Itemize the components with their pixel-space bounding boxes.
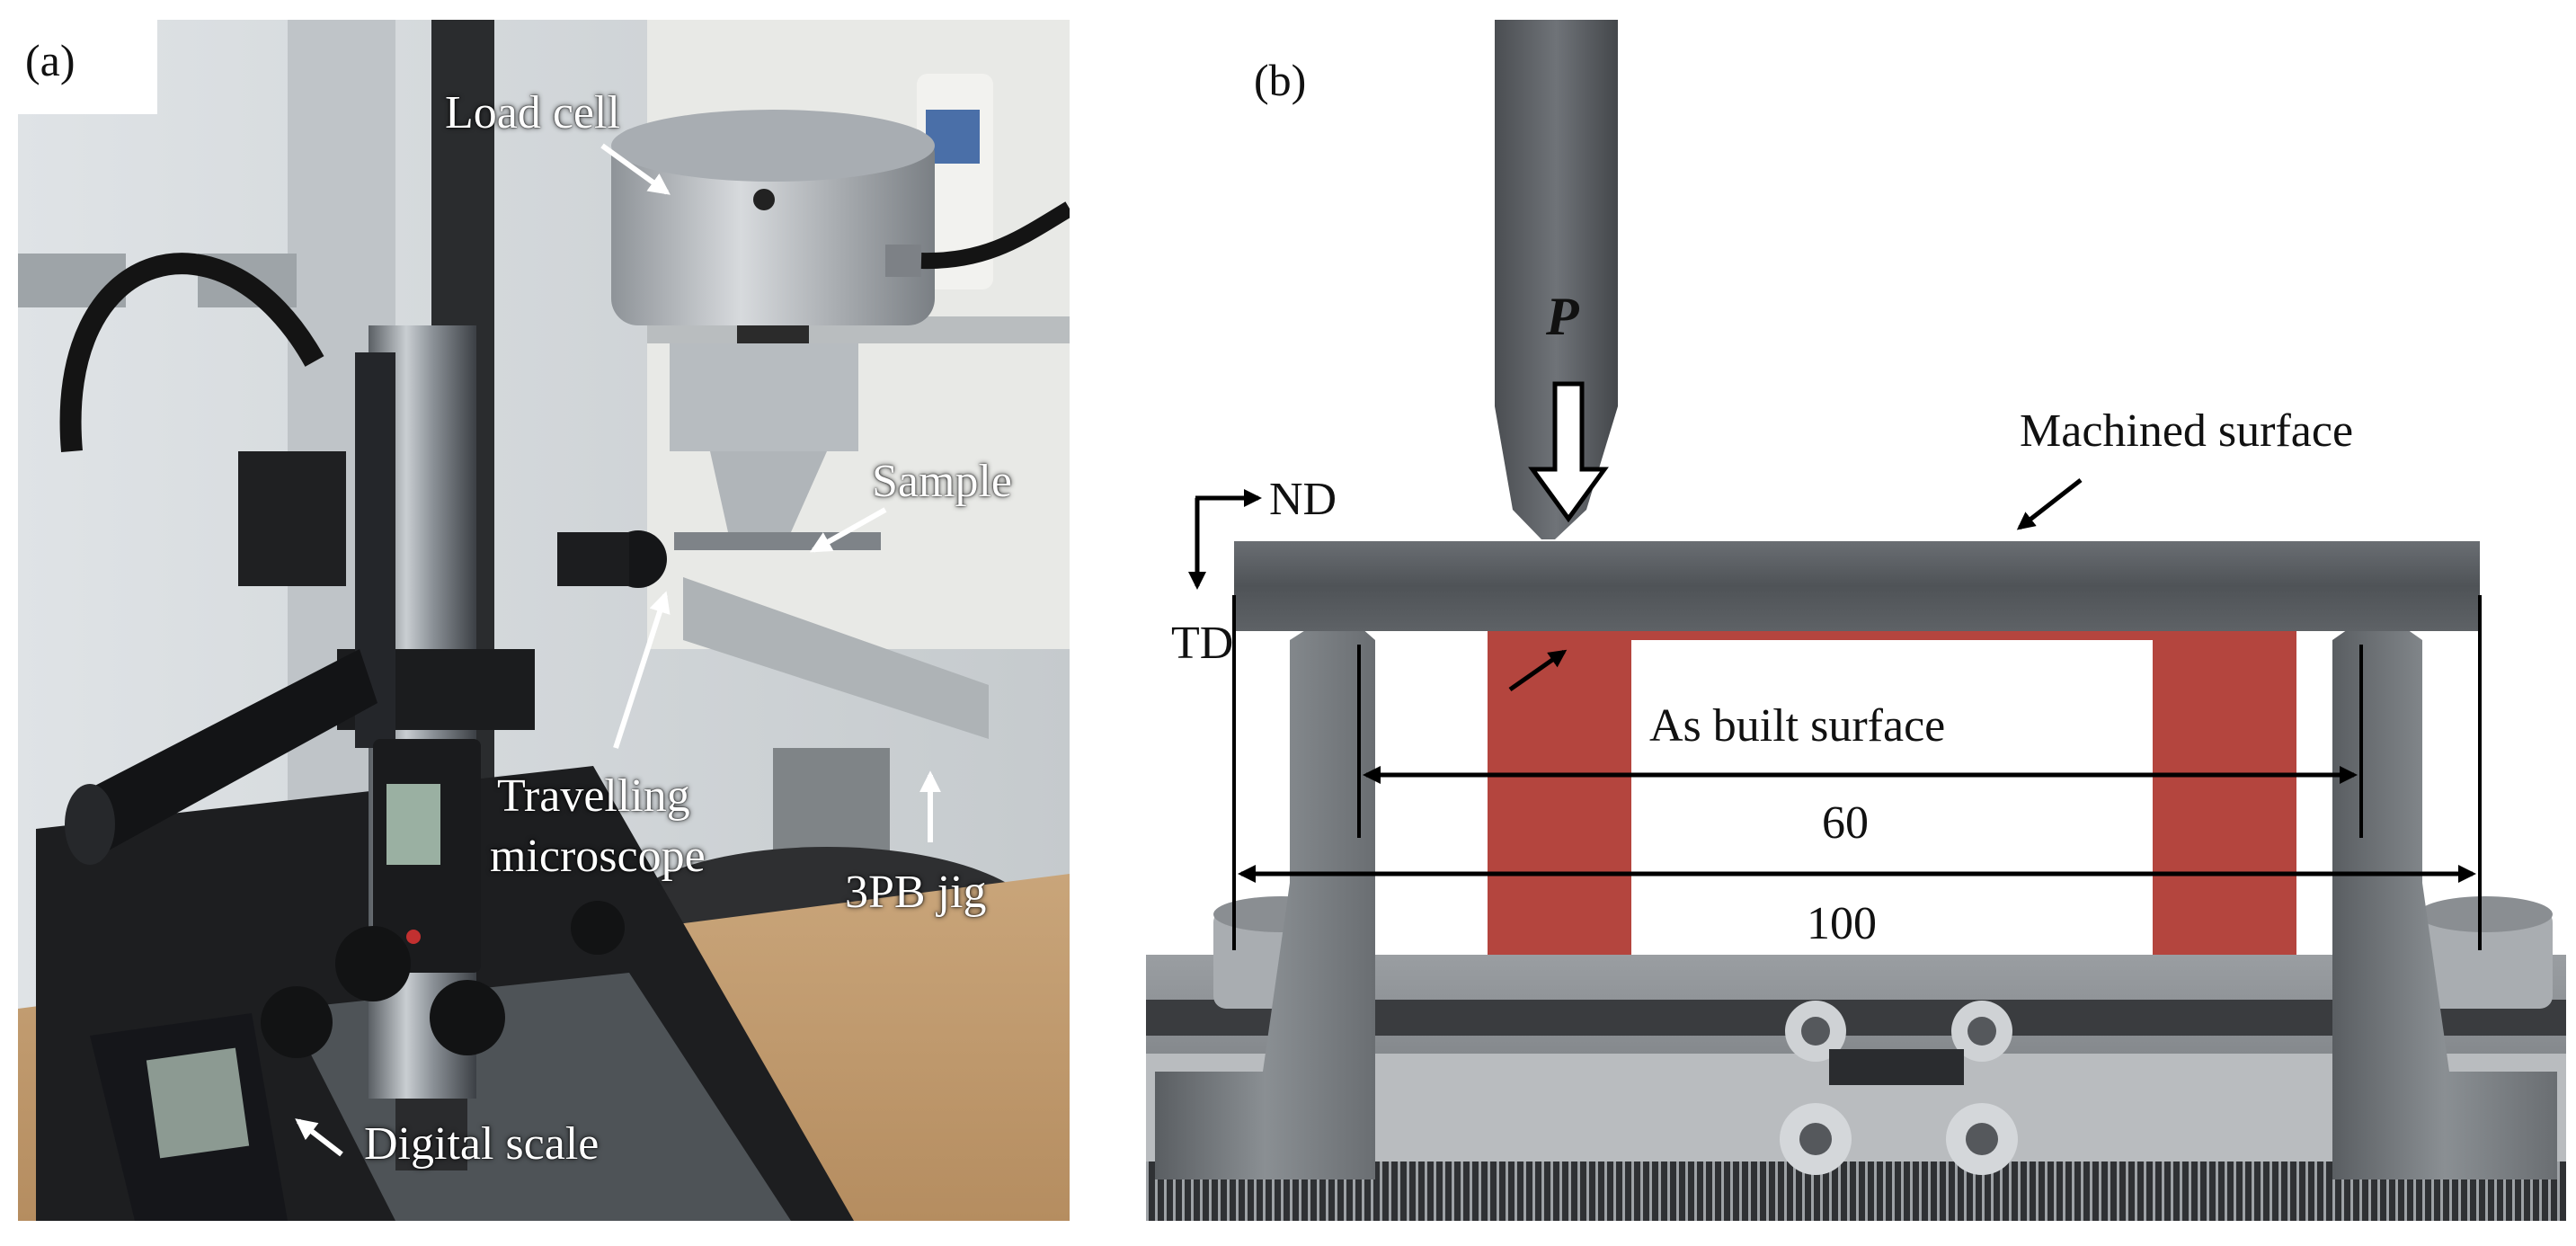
panel-b-annotations [1188,381,2482,950]
as-built-surface-label: As built surface [1649,700,1946,752]
digital-scale-label: Digital scale [364,1118,600,1170]
nd-label: ND [1269,474,1337,525]
panel-a-letter: (a) [25,35,76,85]
load-label: P [1546,287,1579,346]
test-rig-photo [18,20,1070,1221]
inner-span-label: 60 [1822,797,1869,849]
photo-panel-b: (b) P ND TD Machined surface As built [1146,20,2566,1221]
td-label: TD [1171,618,1234,669]
panel-b-letter: (b) [1254,55,1307,105]
as-built-surface-arrow [1508,649,1568,692]
microscope-label: microscope [490,831,706,882]
three-point-bending-photo [1146,20,2566,1221]
sample-label: Sample [872,456,1012,507]
digital-scale-arrow [295,1118,343,1157]
microscope-arrow [613,591,671,749]
load-cell-label: Load cell [445,87,620,138]
panel-a-tag-background [18,20,157,114]
machined-surface-arrow [2016,478,2083,530]
photo-panel-a: (a) Load cell Sample Travelling microsco… [18,20,1070,1221]
load-arrow [1528,381,1609,523]
load-cell-arrow [600,143,671,195]
travelling-label: Travelling [497,770,690,822]
panel-a-arrows [295,143,941,1157]
machined-surface-label: Machined surface [2020,405,2354,457]
sample-arrow [809,507,887,553]
outer-span-label: 100 [1807,898,1877,949]
jig-label: 3PB jig [845,867,987,918]
